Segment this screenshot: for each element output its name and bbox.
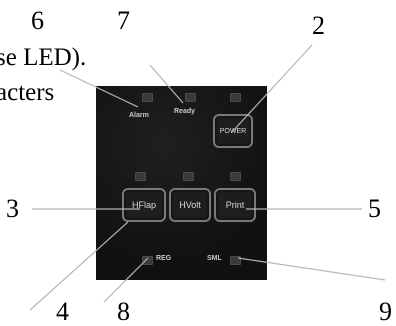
hflap-led: [135, 172, 146, 181]
leader-7: [149, 64, 184, 104]
alarm-led: [142, 93, 153, 102]
callout-2: 2: [312, 11, 325, 40]
callout-4: 4: [56, 297, 69, 326]
power-button[interactable]: POWER: [213, 114, 253, 148]
leader-9: [237, 257, 386, 281]
sml-led: [230, 256, 241, 265]
leader-4: [29, 221, 129, 311]
leader-8: [103, 257, 149, 303]
callout-8: 8: [117, 297, 130, 326]
sml-label: SML: [207, 255, 222, 262]
power-led: [230, 93, 241, 102]
doc-text-line2: acters: [0, 79, 55, 106]
callout-7: 7: [117, 6, 130, 35]
ready-led: [185, 93, 196, 102]
leader-2: [231, 44, 313, 133]
leader-6: [59, 69, 139, 108]
ready-label: Ready: [174, 108, 196, 115]
callout-9: 9: [379, 297, 392, 326]
reg-led: [142, 256, 153, 265]
control-panel: Alarm Ready POWER HFlap HVolt Print REG …: [96, 86, 267, 280]
print-led: [230, 172, 241, 181]
alarm-label: Alarm: [129, 112, 149, 119]
reg-label: REG: [156, 255, 172, 262]
doc-text-line1: se LED).: [0, 44, 87, 71]
callout-5: 5: [368, 194, 381, 223]
print-button[interactable]: Print: [214, 188, 256, 222]
hvolt-button[interactable]: HVolt: [169, 188, 211, 222]
hvolt-led: [183, 172, 194, 181]
hflap-button[interactable]: HFlap: [122, 188, 166, 222]
callout-3: 3: [6, 194, 19, 223]
callout-6: 6: [31, 6, 44, 35]
